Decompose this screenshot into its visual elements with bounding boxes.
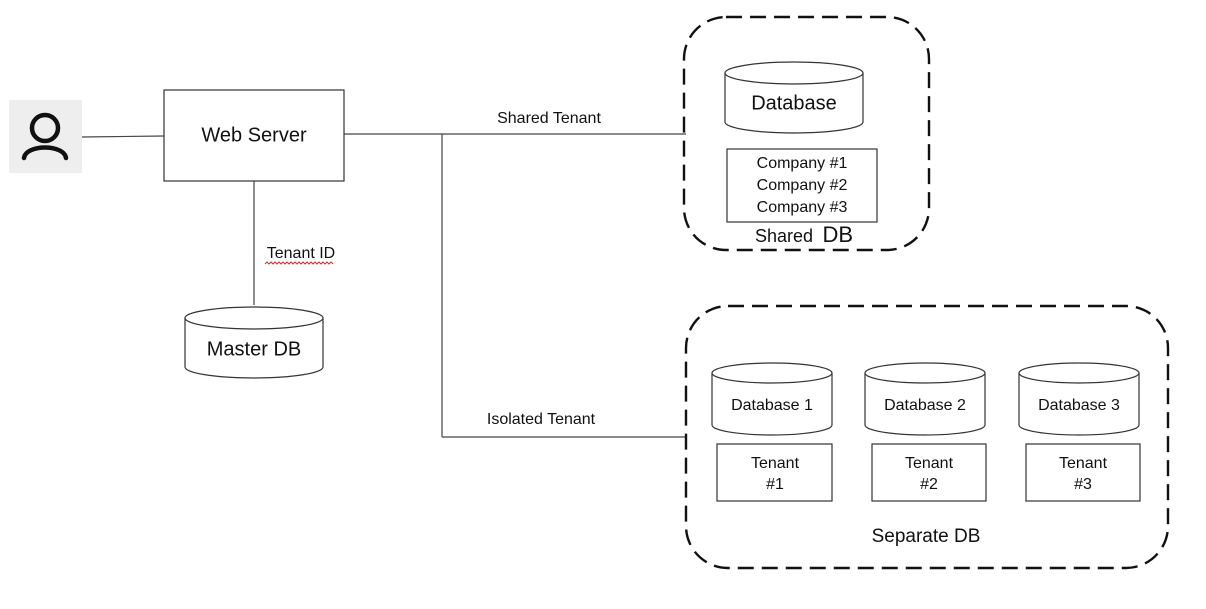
database-1-label: Database 1 xyxy=(731,397,813,414)
shared-db-group-label-large: DB xyxy=(822,222,853,247)
database-3-cylinder xyxy=(1018,373,1140,436)
database-2-cylinder xyxy=(864,373,986,436)
tenant-1-label-line1: Tenant xyxy=(751,455,800,472)
isolated-database-3: Database 3 Tenant #3 xyxy=(1018,362,1141,502)
tenant-1-label-line2: #1 xyxy=(766,476,784,493)
shared-database-cylinder xyxy=(724,73,864,134)
tenant-3-label-line2: #3 xyxy=(1074,476,1092,493)
master-db-label: Master DB xyxy=(207,338,301,360)
spellcheck-underline xyxy=(264,261,334,265)
company-label: Company #3 xyxy=(757,199,848,216)
tenant-id-label: Tenant ID xyxy=(267,245,335,262)
web-server-box xyxy=(163,89,345,182)
master-db: Master DB xyxy=(184,306,324,379)
tenant-1-box xyxy=(716,443,833,502)
shared-db-group-label-small: Shared xyxy=(755,226,813,246)
separate-db-dashed-border xyxy=(684,304,1170,570)
isolated-database-1: Database 1 Tenant #1 xyxy=(711,362,833,502)
tenant-2-label-line2: #2 xyxy=(920,476,938,493)
shared-db-dashed-border xyxy=(682,15,931,252)
user-to-server-line xyxy=(81,135,165,138)
database-2-label: Database 2 xyxy=(884,397,966,414)
shared-database-label: Database xyxy=(751,92,837,114)
separate-db-group: Database 1 Tenant #1 Database 2 Tenant #… xyxy=(684,304,1170,570)
web-server-label: Web Server xyxy=(201,124,307,146)
tenant-2-label-line1: Tenant xyxy=(905,455,954,472)
master-db-top xyxy=(184,306,324,330)
tenant-id-link-label: Tenant ID xyxy=(264,245,335,265)
shared-tenant-label: Shared Tenant xyxy=(497,110,601,127)
tenant-3-box xyxy=(1025,443,1141,502)
database-1-cylinder xyxy=(711,373,833,436)
tenant-3-label-line1: Tenant xyxy=(1059,455,1108,472)
shared-db-group: Database Company #1 Company #2 Company #… xyxy=(682,15,931,252)
database-3-top xyxy=(1018,362,1140,384)
web-server: Web Server xyxy=(163,89,345,182)
separate-db-group-label: Separate DB xyxy=(872,526,981,547)
database-1-top xyxy=(711,362,833,384)
master-db-cylinder xyxy=(184,318,324,379)
company-label: Company #2 xyxy=(757,177,848,194)
company-label: Company #1 xyxy=(757,155,848,172)
database-2-top xyxy=(864,362,986,384)
database-3-label: Database 3 xyxy=(1038,397,1120,414)
connectors xyxy=(81,133,686,438)
person-icon xyxy=(21,112,69,161)
isolated-tenant-label: Isolated Tenant xyxy=(487,411,596,428)
companies-box xyxy=(726,148,878,223)
tenant-2-box xyxy=(871,443,987,502)
user xyxy=(9,100,82,173)
shared-db-group-label: Shared DB xyxy=(755,222,853,247)
shared-database-top xyxy=(724,61,864,85)
isolated-database-2: Database 2 Tenant #2 xyxy=(864,362,987,502)
user-icon-background xyxy=(9,100,82,173)
